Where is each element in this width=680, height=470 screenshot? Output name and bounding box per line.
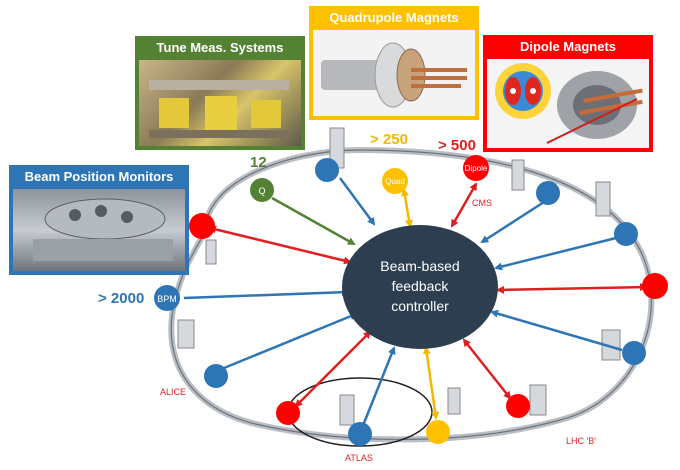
node-dipole-top: Dipole (463, 155, 489, 181)
controller-line-1: Beam-based (380, 258, 459, 274)
count-tune: 12 (250, 154, 267, 171)
photo-quad-title: Quadrupole Magnets (329, 10, 459, 25)
node-bpm-right1 (614, 222, 638, 246)
photo-quad-image (313, 30, 475, 116)
photo-bpm-image (13, 189, 185, 271)
node-bpm-bl (204, 364, 228, 388)
arrow-quad-bottom (422, 346, 440, 420)
controller-line-3: controller (391, 298, 449, 314)
node-bpm-label: BPM (157, 294, 177, 304)
arrow-bpm-right1 (494, 236, 617, 271)
quad-magnet-sketch (321, 42, 467, 108)
label-cms: CMS (472, 198, 492, 208)
count-bpm: > 2000 (98, 290, 144, 307)
node-quad-bottom (426, 420, 450, 444)
photo-tune-title: Tune Meas. Systems (156, 40, 284, 55)
node-bpm-right2 (622, 341, 646, 365)
photo-tune-image (139, 60, 301, 146)
photo-dipole-image (487, 59, 649, 148)
feedback-arrows (183, 177, 648, 429)
controller-line-2: feedback (392, 278, 450, 294)
arrow-bpm-right2 (490, 309, 623, 352)
count-dipole: > 500 (438, 137, 476, 154)
node-bpm-tr (536, 181, 560, 205)
arrow-dipole-right (496, 283, 648, 294)
arrow-bpm-bl (223, 312, 358, 370)
arrow-bpm-left (183, 288, 350, 300)
arrow-bpm-top (338, 177, 376, 226)
arrow-dipole-bl (294, 330, 372, 408)
arrow-bpm-tr (480, 200, 545, 244)
node-dipole-left (189, 213, 215, 239)
node-bpm-bottom (348, 422, 372, 446)
bpm-sketch (33, 198, 173, 261)
node-q: Q (250, 178, 274, 202)
arrow-dipole-top (450, 182, 478, 228)
node-dipole-bl (276, 401, 300, 425)
label-lhcb: LHC 'B' (566, 436, 596, 446)
photo-dipole-title: Dipole Magnets (519, 39, 617, 54)
arrow-dipole-left (208, 225, 352, 265)
photo-bpm: Beam Position Monitors (9, 165, 189, 275)
node-bpm-top (315, 158, 339, 182)
node-bpm-left: BPM (154, 285, 180, 311)
feedback-controller (342, 225, 498, 349)
node-quad: Quad (382, 168, 408, 194)
photo-tune-meas: Tune Meas. Systems (135, 36, 305, 150)
arrow-bpm-bottom (360, 346, 396, 429)
arrow-dipole-br (462, 338, 512, 400)
label-atlas: ATLAS (345, 453, 373, 463)
node-q-label: Q (258, 186, 265, 196)
dipole-magnet-sketch (495, 63, 643, 144)
node-dipole-right (642, 273, 668, 299)
node-dipole-label: Dipole (465, 164, 488, 173)
photo-quadrupole: Quadrupole Magnets (309, 6, 479, 120)
label-alice: ALICE (160, 387, 186, 397)
arrow-quad (401, 188, 413, 228)
photo-bpm-title: Beam Position Monitors (24, 169, 174, 184)
node-quad-label: Quad (385, 177, 405, 186)
arrow-q (271, 196, 356, 246)
tune-equipment-sketch (149, 80, 289, 138)
node-dipole-br (506, 394, 530, 418)
count-quad: > 250 (370, 131, 408, 148)
photo-dipole: Dipole Magnets (483, 35, 653, 152)
